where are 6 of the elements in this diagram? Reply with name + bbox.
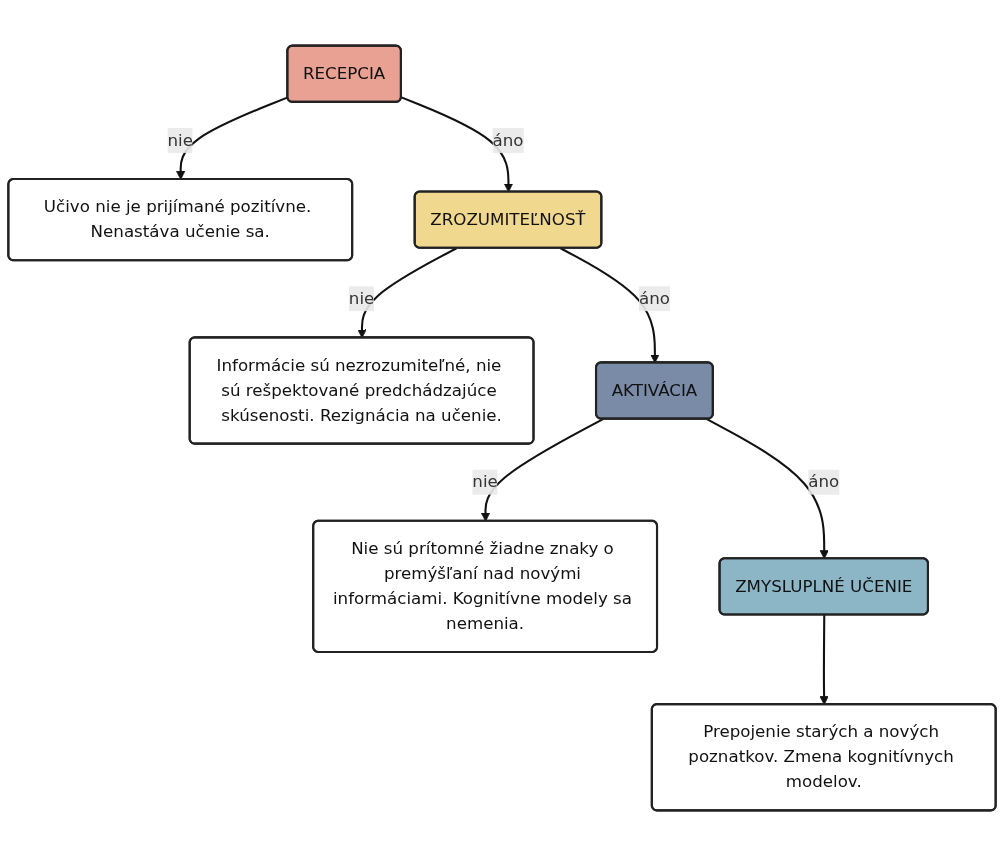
edge-label: nie — [472, 471, 498, 492]
edge-label: áno — [638, 288, 670, 309]
edge-label: áno — [808, 471, 840, 492]
edge-label: nie — [167, 130, 193, 150]
edge-label: nie — [348, 288, 375, 309]
edge-label: áno — [492, 130, 524, 150]
